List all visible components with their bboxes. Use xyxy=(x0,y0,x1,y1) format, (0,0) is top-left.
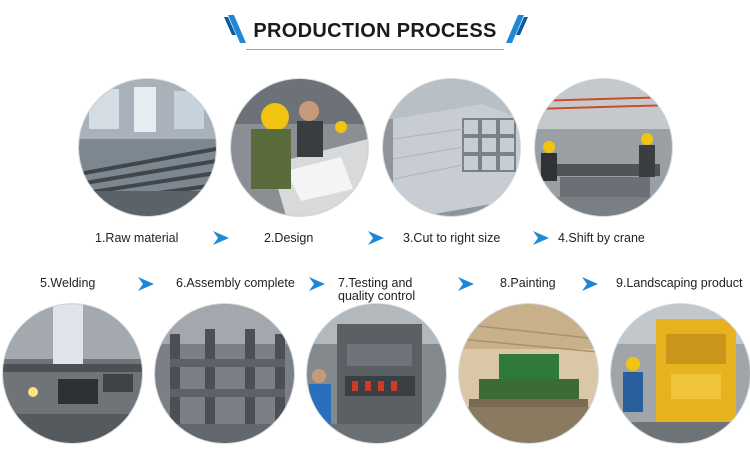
photo-design xyxy=(231,79,368,216)
photo-testing-quality-control xyxy=(307,304,446,443)
photo-shift-by-crane xyxy=(535,79,672,216)
arrow-right-icon xyxy=(213,231,229,245)
step-caption-3: 3.Cut to right size xyxy=(403,231,501,245)
arrow-right-icon xyxy=(458,277,474,291)
step-caption-2: 2.Design xyxy=(264,231,314,245)
corner-bracket-icon xyxy=(506,15,528,43)
title-underline xyxy=(246,49,504,50)
arrow-right-icon xyxy=(368,231,384,245)
photo-landscaping-product xyxy=(611,304,750,443)
corner-bracket-icon xyxy=(224,15,246,43)
step-caption-6: 6.Assembly complete xyxy=(176,276,295,290)
step-caption-7-line1: 7.Testing and xyxy=(338,276,413,290)
photo-raw-material xyxy=(79,79,216,216)
step-caption-7-line2: quality control xyxy=(338,289,416,303)
step-caption-4: 4.Shift by crane xyxy=(558,231,645,245)
arrow-right-icon xyxy=(309,277,325,291)
step-caption-1: 1.Raw material xyxy=(95,231,179,245)
photo-painting xyxy=(459,304,598,443)
page-title-block: PRODUCTION PROCESS xyxy=(224,13,528,50)
photo-assembly-complete xyxy=(155,304,294,443)
page-title: PRODUCTION PROCESS xyxy=(253,20,497,42)
photo-cut-to-size xyxy=(383,79,520,216)
step-caption-5: 5.Welding xyxy=(40,276,96,290)
arrow-right-icon xyxy=(582,277,598,291)
arrow-right-icon xyxy=(533,231,549,245)
photo-welding xyxy=(3,304,142,443)
step-caption-8: 8.Painting xyxy=(500,276,556,290)
arrow-right-icon xyxy=(138,277,154,291)
step-caption-9: 9.Landscaping product xyxy=(616,276,743,290)
